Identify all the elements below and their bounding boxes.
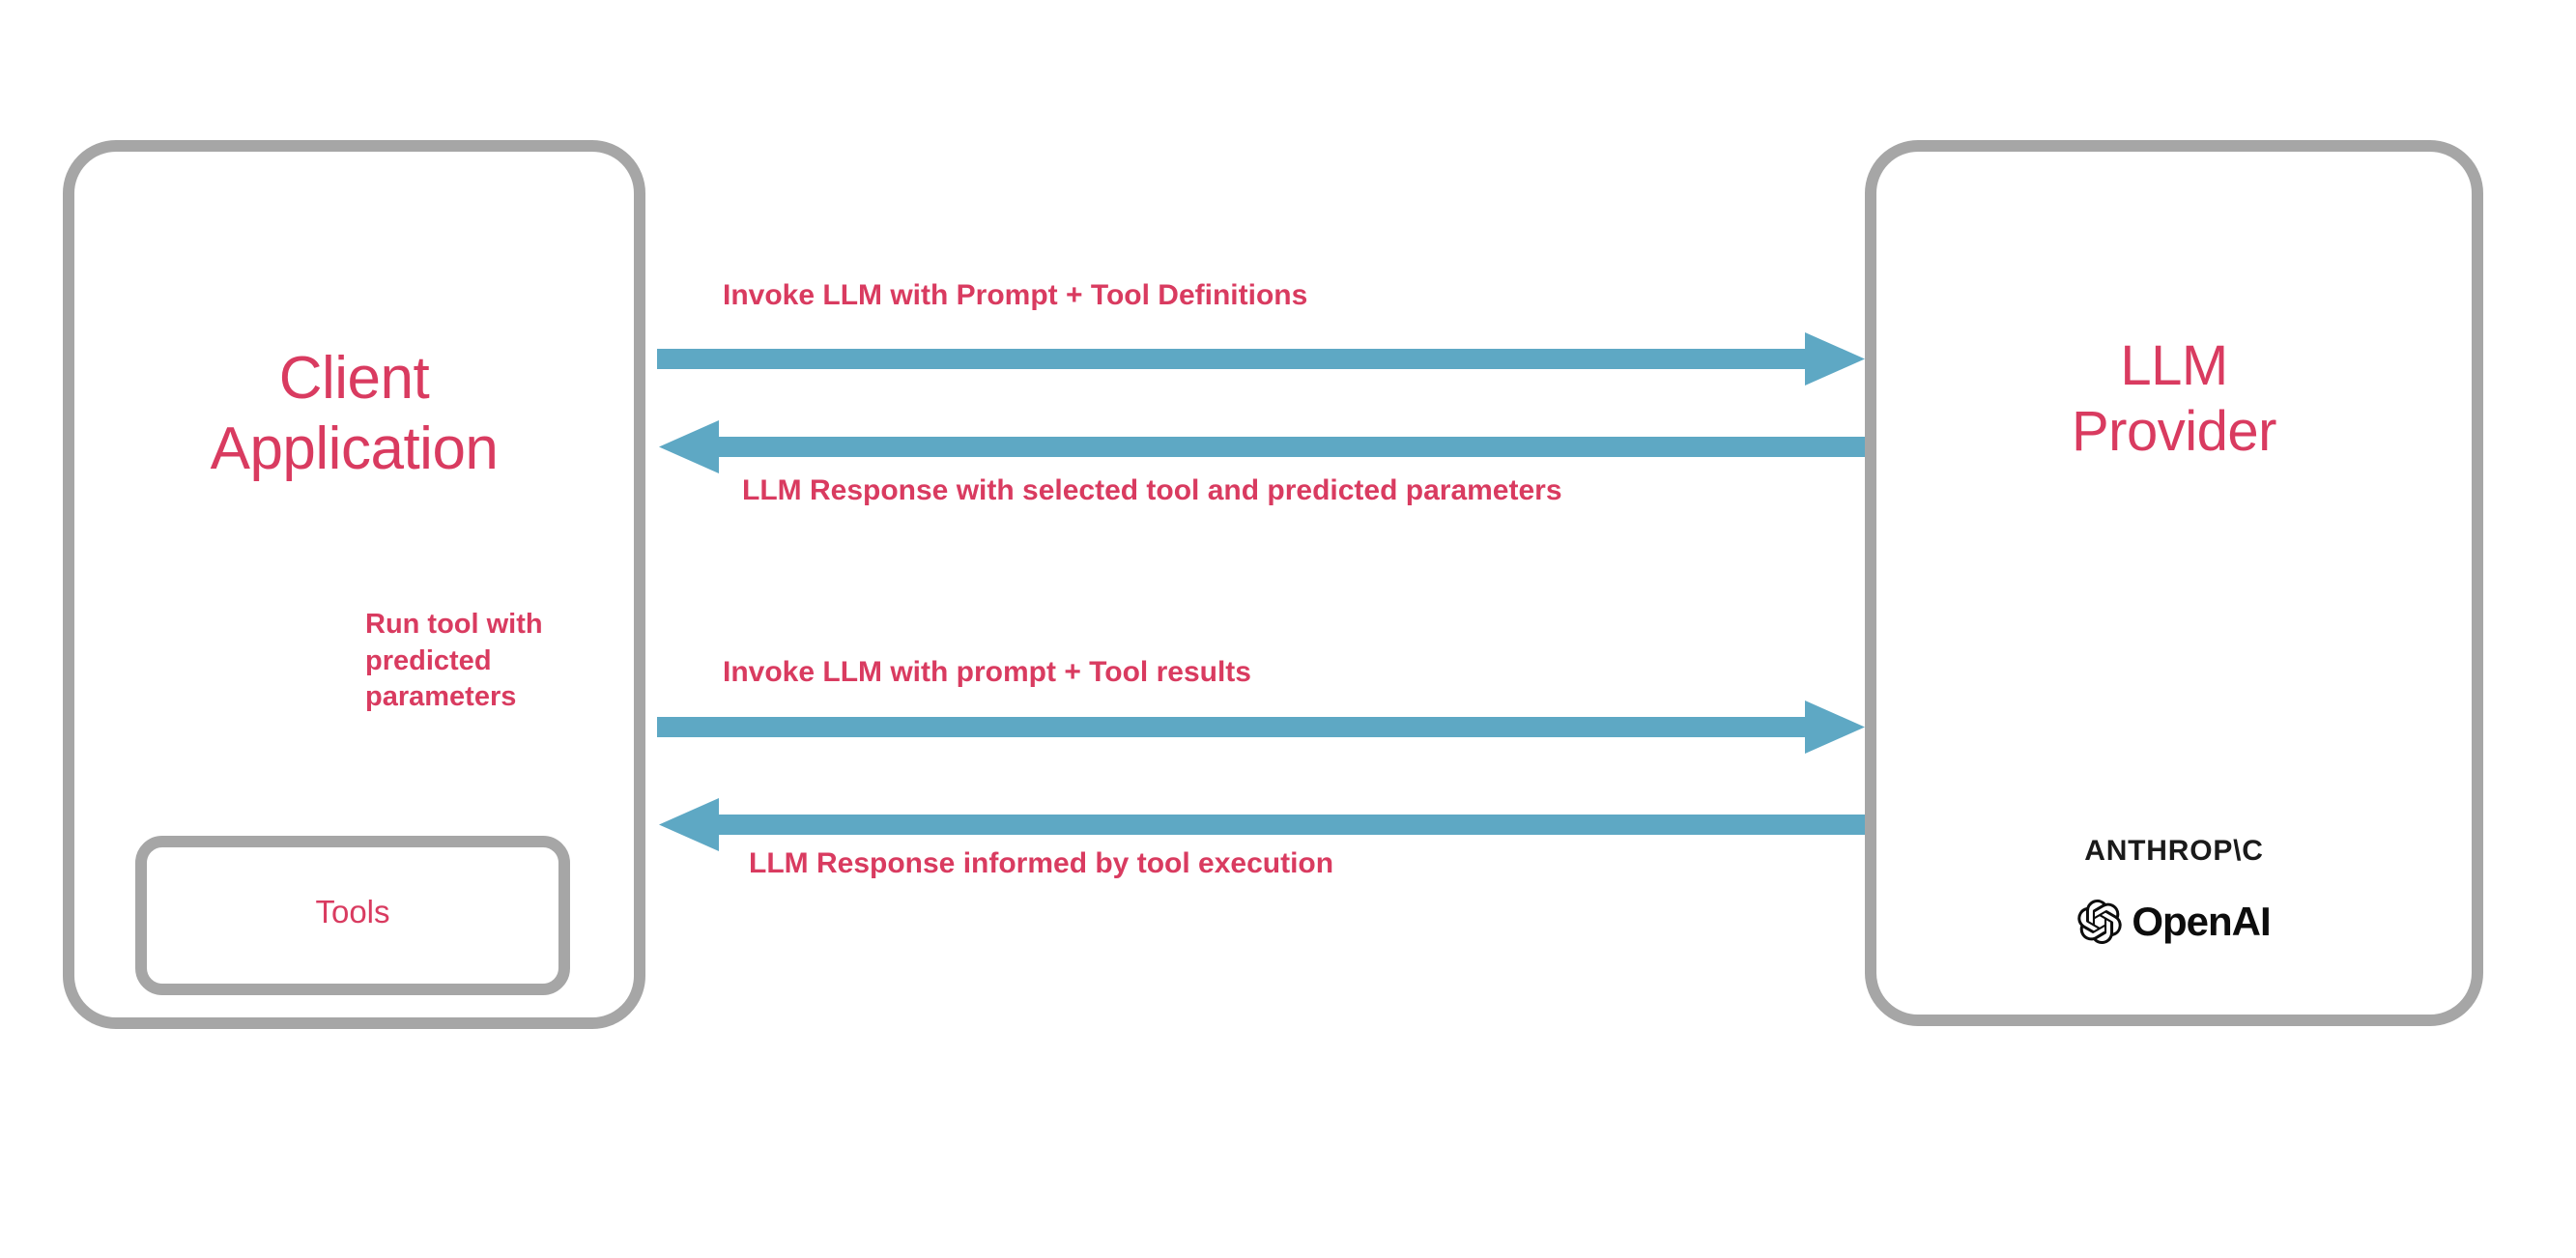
openai-wordmark-text: OpenAI <box>2132 899 2271 944</box>
arrow-invoke-2 <box>657 700 1865 754</box>
arrow-response-2 <box>659 798 1865 851</box>
tools-label: Tools <box>315 894 390 929</box>
llm-provider-title: LLM Provider <box>2072 334 2276 464</box>
anthropic-logo: ANTHROP\C <box>2084 835 2264 867</box>
tools-box[interactable] <box>135 836 570 995</box>
arrow-label-response-2: LLM Response informed by tool execution <box>749 847 1334 879</box>
arrow-label-invoke-1: Invoke LLM with Prompt + Tool Definition… <box>723 279 1308 311</box>
arrow-label-response-1: LLM Response with selected tool and pred… <box>742 474 1562 506</box>
arrow-response-1 <box>659 420 1865 473</box>
client-application-title: Client Application <box>210 345 499 483</box>
arrow-invoke-1 <box>657 332 1865 386</box>
openai-logo: OpenAI <box>1865 899 2483 945</box>
arrow-label-invoke-2: Invoke LLM with prompt + Tool results <box>723 656 1251 688</box>
arrow-label-run-tool: Run tool with predicted parameters <box>365 609 543 713</box>
llm-provider-box[interactable] <box>1865 140 2483 1026</box>
openai-knot-icon <box>2077 900 2122 944</box>
